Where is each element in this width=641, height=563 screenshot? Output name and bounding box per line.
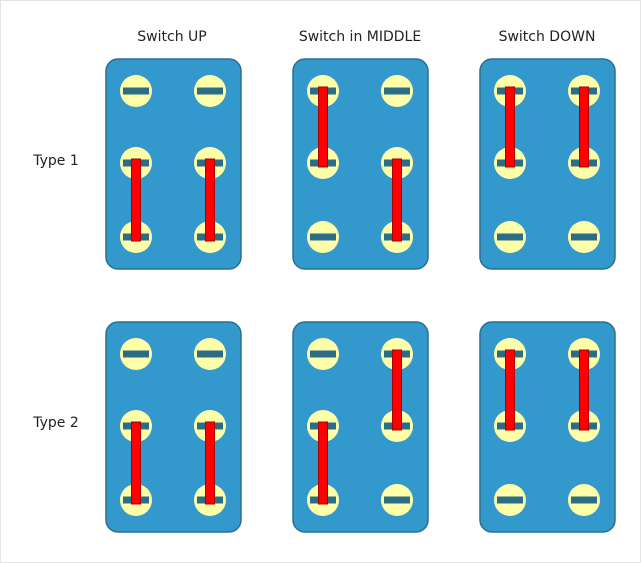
connector-bar xyxy=(579,86,589,168)
switch-type2-down xyxy=(479,321,616,533)
connector-bar xyxy=(579,349,589,431)
terminal-slot xyxy=(123,350,149,358)
terminal-slot xyxy=(197,350,223,358)
switch-type1-middle xyxy=(292,58,429,270)
switch-type1-down xyxy=(479,58,616,270)
terminal-slot xyxy=(384,87,410,95)
row-label-type-2: Type 2 xyxy=(33,415,79,431)
switch-type2-middle xyxy=(292,321,429,533)
terminal-slot xyxy=(310,233,336,241)
terminal-slot xyxy=(571,496,597,504)
switch-type1-up xyxy=(105,58,242,270)
terminal-slot xyxy=(123,87,149,95)
column-label-switch-up: Switch UP xyxy=(137,29,207,45)
connector-bar xyxy=(205,158,215,242)
connector-bar xyxy=(392,158,402,242)
connector-bar xyxy=(131,421,141,505)
terminal-slot xyxy=(497,496,523,504)
column-label-switch-down: Switch DOWN xyxy=(498,29,596,45)
connector-bar xyxy=(505,349,515,431)
terminal-slot xyxy=(197,87,223,95)
row-label-type-1: Type 1 xyxy=(33,153,79,169)
column-label-switch-middle: Switch in MIDDLE xyxy=(298,29,422,45)
connector-bar xyxy=(505,86,515,168)
terminal-slot xyxy=(497,233,523,241)
terminal-slot xyxy=(310,350,336,358)
connector-bar xyxy=(131,158,141,242)
terminal-slot xyxy=(571,233,597,241)
connector-bar xyxy=(318,421,328,505)
terminal-slot xyxy=(384,496,410,504)
switch-type2-up xyxy=(105,321,242,533)
connector-bar xyxy=(205,421,215,505)
connector-bar xyxy=(392,349,402,431)
connector-bar xyxy=(318,86,328,168)
